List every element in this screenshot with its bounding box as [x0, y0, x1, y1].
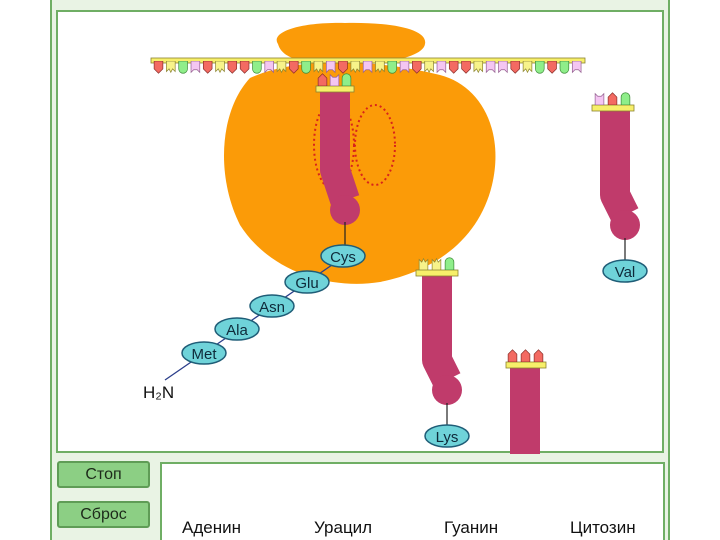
legend-label-adenine: Аденин	[182, 518, 241, 537]
mrna-nucleotide	[215, 61, 225, 73]
ribosome-small-subunit	[276, 22, 426, 65]
mrna-nucleotide	[153, 61, 164, 74]
ribosome-large-subunit	[223, 62, 496, 284]
mrna-nucleotide	[178, 61, 188, 74]
amino-acid-lys-node	[424, 424, 470, 448]
mrna-nucleotide	[301, 61, 311, 74]
mrna-nucleotide	[166, 61, 176, 73]
amino-acid-lys-label: Lys	[436, 429, 459, 446]
mrna-nucleotide	[436, 61, 447, 73]
reset-button[interactable]: Сброс	[57, 501, 150, 528]
amino-acid-glu-node	[284, 270, 330, 294]
mrna-nucleotide	[571, 61, 582, 73]
amino-acid-met-label: Met	[191, 346, 217, 363]
mrna-nucleotide	[252, 61, 262, 74]
amino-acid-met-node	[181, 341, 227, 365]
mrna-nucleotide	[510, 61, 520, 74]
stop-button[interactable]: Стоп	[57, 461, 150, 488]
trna-val: Val	[591, 92, 648, 283]
legend-label-uracil: Урацил	[314, 518, 373, 537]
mrna-nucleotide	[239, 61, 250, 74]
mrna-nucleotide	[485, 61, 496, 73]
mrna-nucleotide	[387, 61, 397, 74]
ribosome	[223, 22, 496, 284]
amino-acid-asn-node	[249, 294, 295, 318]
mrna-nucleotide	[375, 61, 385, 73]
n-terminus-label: H₂N	[143, 383, 174, 402]
mrna-nucleotide	[350, 61, 361, 73]
mrna-nucleotide	[522, 61, 533, 73]
mrna-nucleotide	[202, 61, 213, 74]
mrna-nucleotide	[547, 61, 557, 74]
nucleotide-legend: Аденин Урацил Гуанин Цитозин	[160, 462, 665, 540]
mrna-nucleotide	[498, 61, 508, 73]
mrna-nucleotide	[227, 61, 238, 74]
mrna-nucleotide	[276, 61, 287, 73]
amino-acid-val-label: Val	[615, 264, 636, 281]
mrna-nucleotide	[461, 61, 471, 74]
amino-acid-glu-label: Glu	[295, 275, 318, 292]
mrna-nucleotide	[473, 61, 484, 73]
mrna-nucleotide	[190, 61, 201, 73]
trna-lys: Lys	[415, 257, 470, 448]
amino-acid-cys-node	[320, 244, 366, 268]
trna-p-site	[315, 73, 360, 245]
ribosome-site-outline-right	[354, 104, 396, 186]
amino-acid-val-node	[602, 259, 648, 283]
amino-acid-ala-node	[214, 317, 260, 341]
mrna-nucleotide	[535, 61, 545, 74]
legend-label-guanine: Гуанин	[444, 518, 499, 537]
polypeptide-chain: H₂N Met Ala Asn Glu Cys	[143, 244, 366, 402]
trna-incoming	[505, 349, 547, 454]
mrna-nucleotide	[559, 61, 570, 74]
mrna-nucleotide	[313, 61, 324, 73]
mrna-nucleotide	[448, 61, 459, 74]
mrna-nucleotide	[264, 61, 274, 73]
amino-acid-cys-label: Cys	[330, 249, 356, 266]
mrna-strand	[150, 57, 586, 74]
legend-label-cytosine: Цитозин	[570, 518, 636, 537]
amino-acid-ala-label: Ala	[226, 322, 248, 339]
mrna-nucleotide	[424, 61, 434, 73]
amino-acid-asn-label: Asn	[259, 299, 285, 316]
